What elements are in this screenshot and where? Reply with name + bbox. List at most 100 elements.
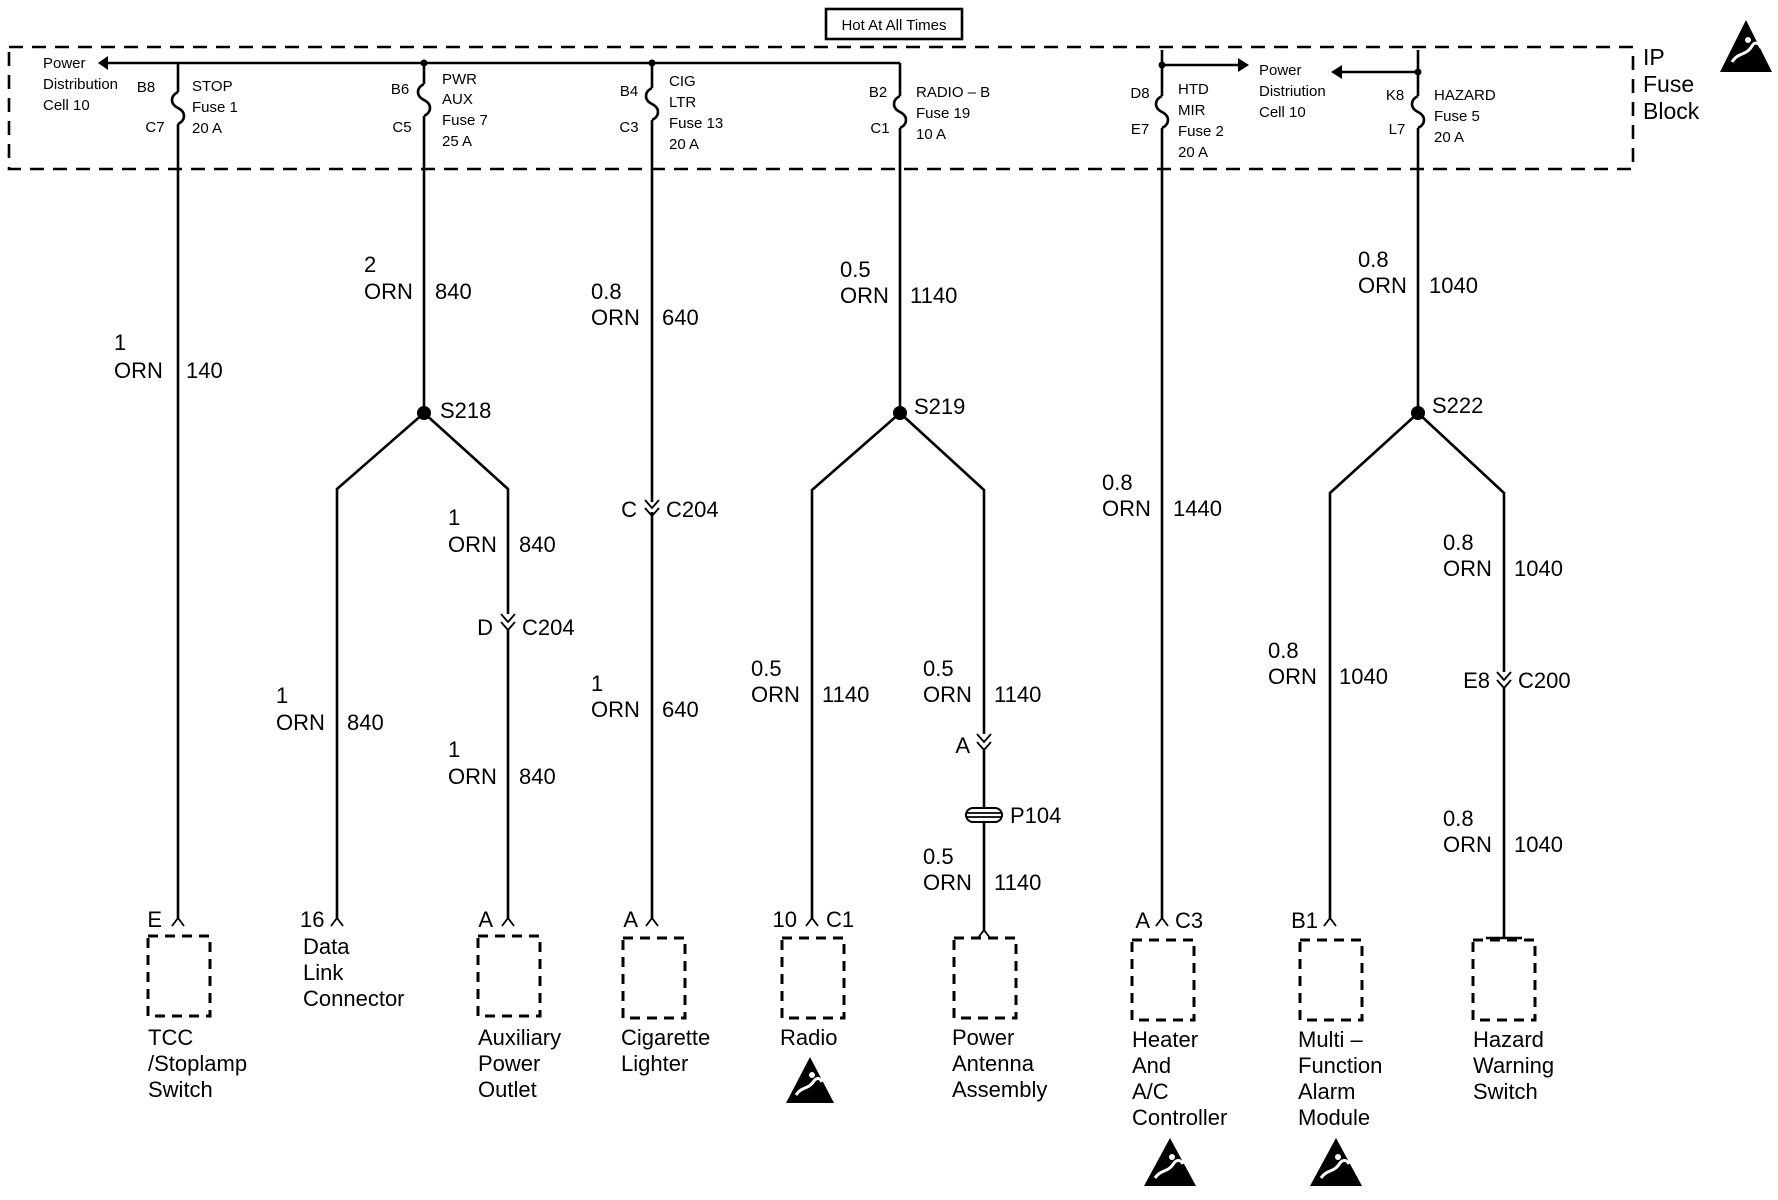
wire-1140-antenna	[899, 412, 986, 734]
svg-text:ORN: ORN	[1443, 832, 1492, 857]
svg-text:PWR: PWR	[442, 71, 477, 88]
svg-text:10 A: 10 A	[916, 126, 946, 143]
svg-text:Hazard: Hazard	[1473, 1027, 1544, 1052]
svg-text:1040: 1040	[1514, 556, 1563, 581]
svg-text:20 A: 20 A	[1434, 129, 1464, 146]
svg-text:1040: 1040	[1514, 832, 1563, 857]
svg-text:ORN: ORN	[591, 697, 640, 722]
svg-text:Fuse 7: Fuse 7	[442, 112, 488, 129]
svg-text:0.8: 0.8	[1443, 530, 1474, 555]
ip-fuse-block-outline	[7, 45, 1635, 171]
svg-text:Multi –: Multi –	[1298, 1027, 1364, 1052]
svg-text:20 A: 20 A	[669, 136, 699, 153]
svg-text:Switch: Switch	[1473, 1079, 1538, 1104]
inline-connector-c-c204: C C204	[621, 497, 718, 522]
splice-s218-label: S218	[440, 398, 491, 423]
component-multi-function-alarm-module: B1 Multi – Function Alarm Module	[1291, 908, 1382, 1130]
svg-text:L7: L7	[1389, 121, 1406, 138]
svg-text:ORN: ORN	[751, 682, 800, 707]
bus-arrow-htd	[1238, 58, 1249, 72]
wire-label-1040-main: 0.8 ORN 1040	[1358, 247, 1478, 298]
component-power-antenna-assembly: Power Antenna Assembly	[952, 928, 1047, 1102]
fuse-block-line2: Fuse	[1643, 71, 1694, 97]
wire-label-140: 1 ORN 140	[114, 330, 223, 383]
power-dist-right-1: Power	[1259, 62, 1302, 79]
svg-text:Module: Module	[1298, 1105, 1370, 1130]
svg-text:1140: 1140	[822, 682, 869, 707]
svg-text:0.8: 0.8	[1358, 247, 1389, 272]
hot-label-box	[824, 7, 964, 41]
wire-1140-radio	[810, 412, 901, 918]
wire-label-640-lower: 1 ORN 640	[591, 671, 699, 722]
pass-through-p104: P104	[965, 803, 1061, 828]
svg-text:1040: 1040	[1429, 273, 1478, 298]
svg-text:Fuse 19: Fuse 19	[916, 105, 970, 122]
svg-text:A: A	[478, 907, 493, 932]
wire-1040-alarm	[1328, 412, 1419, 918]
component-data-link-connector: 16 Data Link Connector	[300, 907, 405, 1011]
svg-text:Auxiliary: Auxiliary	[478, 1025, 561, 1050]
svg-text:Fuse 1: Fuse 1	[192, 99, 238, 116]
svg-text:C200: C200	[1518, 668, 1571, 693]
svg-text:ORN: ORN	[591, 305, 640, 330]
fuse-htd-mir: D8 E7 HTD MIR Fuse 2 20 A	[1130, 65, 1224, 161]
svg-text:ORN: ORN	[1268, 664, 1317, 689]
svg-text:Outlet: Outlet	[478, 1077, 537, 1102]
svg-text:TCC: TCC	[148, 1025, 193, 1050]
power-dist-right-3: Cell 10	[1259, 104, 1306, 121]
wire-label-1140-main: 0.5 ORN 1140	[840, 257, 957, 308]
svg-text:ORN: ORN	[448, 764, 497, 789]
fuse-cig-ltr: B4 C3 CIG LTR Fuse 13 20 A	[619, 63, 723, 153]
svg-text:1: 1	[591, 671, 603, 696]
fuse-block-line1: IP	[1643, 44, 1665, 70]
svg-text:0.8: 0.8	[1268, 638, 1299, 663]
svg-text:C204: C204	[522, 615, 575, 640]
svg-text:ORN: ORN	[1443, 556, 1492, 581]
svg-text:Antenna: Antenna	[952, 1051, 1035, 1076]
wire-label-840-dlc: 1 ORN 840	[276, 683, 384, 735]
fuse-hazard: K8 L7 HAZARD Fuse 5 20 A	[1386, 72, 1496, 146]
wire-840-dlc	[335, 412, 425, 918]
svg-text:0.8: 0.8	[1102, 470, 1133, 495]
svg-text:C: C	[621, 497, 637, 522]
svg-text:ORN: ORN	[276, 710, 325, 735]
splice-s222-label: S222	[1432, 393, 1483, 418]
svg-text:0.8: 0.8	[1443, 806, 1474, 831]
svg-text:16: 16	[300, 907, 324, 932]
fuse-block-line3: Block	[1643, 98, 1700, 124]
svg-text:K8: K8	[1386, 87, 1404, 104]
svg-text:Function: Function	[1298, 1053, 1382, 1078]
svg-text:1: 1	[448, 505, 460, 530]
esd-warning-icon	[786, 1057, 834, 1103]
svg-text:ORN: ORN	[364, 279, 413, 304]
svg-text:ORN: ORN	[1358, 273, 1407, 298]
svg-text:A: A	[955, 733, 970, 758]
fuse-pwr-aux: B6 C5 PWR AUX Fuse 7 25 A	[391, 63, 488, 150]
svg-text:C3: C3	[1175, 908, 1203, 933]
svg-text:AUX: AUX	[442, 91, 473, 108]
svg-text:B1: B1	[1291, 908, 1318, 933]
svg-text:And: And	[1132, 1053, 1171, 1078]
svg-text:Warning: Warning	[1473, 1053, 1554, 1078]
component-tcc-stoplamp-switch: E TCC /Stoplamp Switch	[146, 907, 247, 1102]
svg-text:10: 10	[773, 907, 797, 932]
svg-text:ORN: ORN	[923, 870, 972, 895]
svg-text:Fuse 13: Fuse 13	[669, 115, 723, 132]
component-radio: 10 C1 Radio	[773, 907, 855, 1050]
svg-text:Link: Link	[303, 960, 344, 985]
svg-text:B8: B8	[137, 79, 155, 96]
inline-connector-e8-c200: E8 C200	[1463, 668, 1571, 693]
wire-label-640-main: 0.8 ORN 640	[591, 279, 699, 330]
svg-text:B4: B4	[620, 83, 638, 100]
svg-text:E: E	[147, 907, 162, 932]
svg-text:1: 1	[276, 683, 288, 708]
svg-text:LTR: LTR	[669, 94, 696, 111]
svg-text:640: 640	[662, 305, 699, 330]
wire-label-840-main: 2 ORN 840	[364, 252, 472, 304]
wire-label-1140-radio: 0.5 ORN 1140	[751, 656, 869, 707]
svg-text:1140: 1140	[994, 870, 1041, 895]
splice-s219-label: S219	[914, 394, 965, 419]
svg-text:ORN: ORN	[923, 682, 972, 707]
power-dist-right-2: Distriution	[1259, 83, 1326, 100]
svg-text:840: 840	[347, 710, 384, 735]
